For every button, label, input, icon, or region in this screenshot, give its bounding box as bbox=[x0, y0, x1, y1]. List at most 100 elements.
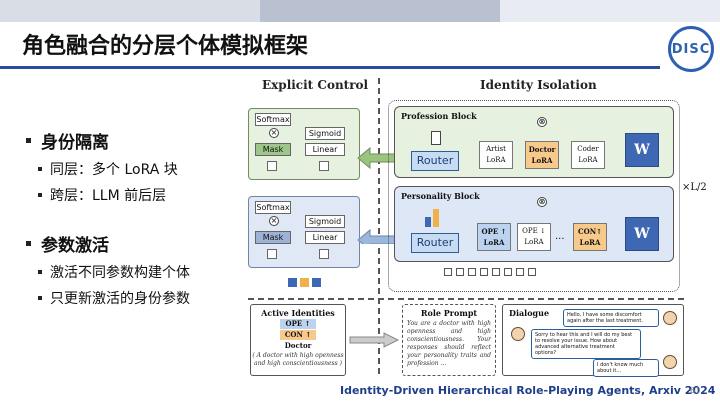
lora-label: Artist bbox=[486, 145, 506, 153]
identity-tag: CON ↑ bbox=[280, 330, 316, 340]
input-square-icon bbox=[319, 249, 329, 259]
softmax-box: Softmax bbox=[255, 113, 291, 126]
page-number: 61 bbox=[690, 386, 701, 395]
linear-box: Linear bbox=[305, 231, 345, 244]
identity-token-row bbox=[288, 278, 321, 287]
banner-segment bbox=[260, 0, 500, 22]
lora-label: LoRA bbox=[579, 238, 601, 247]
token-icon bbox=[312, 278, 321, 287]
top-banner bbox=[0, 0, 720, 22]
ope-up-lora: OPE ↑ LoRA bbox=[477, 223, 511, 251]
identity-tag: OPE ↑ bbox=[280, 319, 316, 329]
input-square-icon bbox=[319, 161, 329, 171]
bullet-square-icon bbox=[38, 167, 42, 171]
logo-text: DISC bbox=[671, 41, 711, 57]
slide-title: 角色融合的分层个体模拟框架 bbox=[22, 34, 309, 59]
bullet-square-icon bbox=[38, 296, 42, 300]
bullet-item-text: 激活不同参数构建个体 bbox=[50, 265, 190, 281]
token-icon bbox=[504, 268, 512, 276]
arrow-left-icon bbox=[357, 228, 405, 244]
con-up-lora: CON↑LoRA bbox=[573, 223, 607, 251]
patient-message: I don't know much about it... bbox=[593, 359, 659, 377]
active-identities-title: Active Identities bbox=[261, 308, 335, 318]
role-prompt-title: Role Prompt bbox=[420, 308, 478, 318]
ellipsis: ... bbox=[555, 231, 565, 242]
role-prompt-panel: Role Prompt You are a doctor with high o… bbox=[402, 304, 496, 376]
explicit-control-title: Explicit Control bbox=[262, 78, 369, 92]
bullet-item-text: 只更新激活的身份参数 bbox=[50, 291, 190, 307]
lora-label: LoRA bbox=[486, 156, 506, 164]
bullet-item: 只更新激活的身份参数 bbox=[38, 288, 241, 308]
lora-label: Coder bbox=[577, 145, 599, 153]
arrow-right-icon bbox=[349, 332, 400, 348]
bullet-heading-text: 身份隔离 bbox=[41, 133, 109, 153]
mask-box: Mask bbox=[255, 231, 291, 244]
patient-avatar bbox=[663, 355, 677, 369]
identity-isolation-title: Identity Isolation bbox=[480, 78, 597, 92]
profession-router: Router bbox=[411, 151, 459, 171]
identity-caption: ( A doctor with high openness and high c… bbox=[252, 352, 344, 367]
dialogue-panel: Dialogue Hello, I have some discomfort a… bbox=[502, 304, 684, 377]
repeat-label: ×L/2 bbox=[682, 182, 707, 193]
bullet-heading: 身份隔离 bbox=[26, 128, 241, 153]
token-icon bbox=[528, 268, 536, 276]
personality-block-title: Personality Block bbox=[401, 191, 480, 201]
add-icon: ⊗ bbox=[537, 117, 547, 127]
bullet-item: 跨层：LLM 前后层 bbox=[38, 185, 241, 205]
lora-label: OPE ↓ bbox=[522, 227, 546, 235]
identity-stack bbox=[388, 100, 680, 292]
score-bar-icon bbox=[431, 131, 441, 145]
bullet-square-icon bbox=[26, 138, 31, 143]
multiply-icon: × bbox=[269, 128, 279, 138]
linear-box: Linear bbox=[305, 143, 345, 156]
lora-label: LoRA bbox=[483, 238, 505, 247]
personality-block: Personality Block ⊗ Router OPE ↑ LoRA OPE… bbox=[394, 186, 674, 262]
doctor-message: Sorry to hear this and I will do my best… bbox=[531, 329, 641, 359]
ope-down-lora: OPE ↓ LoRA bbox=[517, 223, 551, 251]
patient-avatar bbox=[663, 311, 677, 325]
title-underline bbox=[0, 66, 660, 69]
section-divider bbox=[248, 298, 684, 300]
identity-tag: Doctor bbox=[284, 341, 312, 350]
score-bar-icon bbox=[425, 217, 431, 227]
bullet-item-text: 同层：多个 LoRA 块 bbox=[50, 162, 178, 178]
bullet-square-icon bbox=[38, 270, 42, 274]
personality-router: Router bbox=[411, 233, 459, 253]
bullet-square-icon bbox=[26, 241, 31, 246]
disc-logo: DISC bbox=[668, 26, 714, 72]
sigmoid-box: Sigmoid bbox=[305, 127, 345, 140]
framework-figure: Explicit Control Identity Isolation Soft… bbox=[244, 74, 707, 380]
token-icon bbox=[516, 268, 524, 276]
add-icon: ⊗ bbox=[537, 197, 547, 207]
dialogue-title: Dialogue bbox=[509, 308, 550, 318]
bullet-heading-text: 参数激活 bbox=[41, 236, 109, 256]
lora-label: LoRA bbox=[524, 238, 544, 246]
role-prompt-text: You are a doctor with high openness and … bbox=[407, 320, 491, 367]
input-square-icon bbox=[267, 249, 277, 259]
token-icon bbox=[288, 278, 297, 287]
token-row bbox=[444, 268, 644, 278]
bullet-heading: 参数激活 bbox=[26, 231, 241, 256]
mask-box: Mask bbox=[255, 143, 291, 156]
weight-matrix: W bbox=[625, 217, 659, 251]
bullet-item: 同层：多个 LoRA 块 bbox=[38, 159, 241, 179]
softmax-box: Softmax bbox=[255, 201, 291, 214]
bullet-list: 身份隔离 同层：多个 LoRA 块 跨层：LLM 前后层 参数激活 激活不同参数… bbox=[26, 128, 241, 314]
active-identities-panel: Active Identities OPE ↑ CON ↑ Doctor ( A… bbox=[250, 304, 346, 376]
control-module-profession: Softmax × Sigmoid Mask Linear bbox=[248, 108, 360, 180]
token-icon bbox=[300, 278, 309, 287]
lora-label: LoRA bbox=[578, 156, 598, 164]
token-icon bbox=[492, 268, 500, 276]
lora-label: OPE ↑ bbox=[481, 227, 507, 236]
section-divider bbox=[378, 78, 380, 374]
citation: Identity-Driven Hierarchical Role-Playin… bbox=[340, 384, 716, 397]
multiply-icon: × bbox=[269, 216, 279, 226]
lora-label: LoRA bbox=[531, 156, 553, 165]
bullet-item-text: 跨层：LLM 前后层 bbox=[50, 188, 167, 204]
token-icon bbox=[456, 268, 464, 276]
bullet-square-icon bbox=[38, 193, 42, 197]
